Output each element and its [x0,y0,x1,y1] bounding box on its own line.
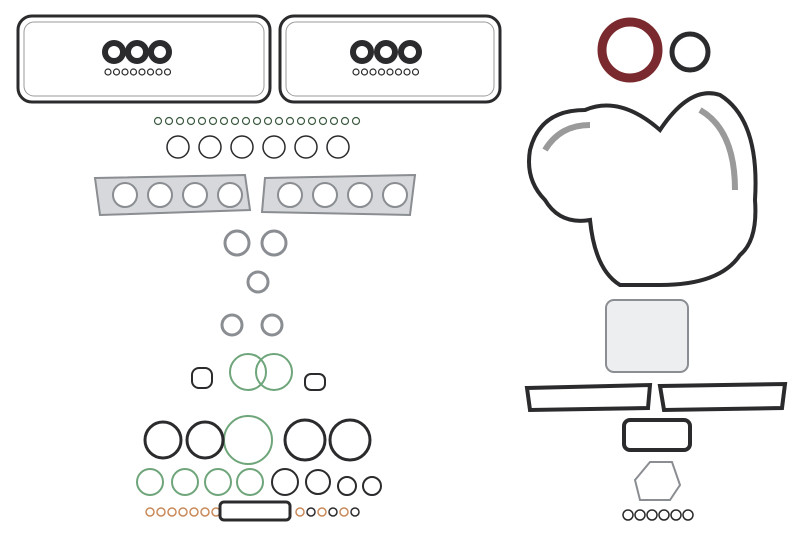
timing-cover-gasket [527,91,758,287]
o-ring [386,68,394,76]
o-ring [185,420,225,460]
o-ring [121,68,129,76]
o-ring [112,68,121,76]
o-ring [285,116,295,126]
o-ring [328,507,338,517]
o-ring [153,116,163,126]
o-ring [167,507,177,517]
thermostat-gasket [633,461,682,501]
o-ring [178,507,188,517]
o-ring [305,469,331,495]
o-ring [352,68,360,76]
o-ring [200,507,210,517]
valve-cover-gasket-right [278,14,502,104]
o-ring [230,135,254,159]
o-ring [175,116,185,126]
o-ring [377,68,386,76]
o-ring [306,507,316,517]
shaft-seal [669,31,711,73]
o-ring [252,116,262,126]
o-ring [294,135,318,159]
o-ring [186,116,196,126]
o-ring [634,509,646,521]
o-ring [271,468,299,496]
o-ring [369,68,377,76]
o-ring [350,507,360,517]
o-ring [129,68,138,76]
o-ring [646,509,658,521]
o-ring [204,468,232,496]
o-ring [339,507,349,517]
o-ring [138,68,146,76]
o-ring [394,68,403,76]
o-ring [171,468,199,496]
o-ring [670,509,682,521]
o-ring [241,116,251,126]
o-ring [164,116,174,126]
o-ring [329,116,339,126]
o-ring [328,418,372,462]
o-ring [307,116,317,126]
turbo-gaskets [220,229,288,337]
o-ring [208,116,218,126]
green-o-rings [223,353,293,465]
o-ring [198,135,222,159]
o-ring [403,68,411,76]
o-ring [340,116,350,126]
o-ring [317,507,327,517]
o-ring [682,509,694,521]
tiny-rings-right [622,509,694,521]
o-ring [263,116,273,126]
o-ring [155,68,163,76]
o-ring [411,68,420,76]
o-ring [136,468,164,496]
o-ring [262,135,286,159]
o-ring [318,116,328,126]
o-ring [274,116,284,126]
long-gaskets [524,381,788,413]
o-ring [104,68,112,76]
o-ring [351,116,361,126]
large-o-rings [143,418,372,462]
valve-cover-gasket-left [16,14,272,104]
o-ring [163,68,172,76]
o-ring [326,135,350,159]
o-ring [622,509,634,521]
o-ring [219,116,229,126]
o-ring [236,468,264,496]
crankshaft-seal [597,17,663,83]
o-ring [362,476,382,496]
o-ring [143,420,183,460]
o-ring [296,116,306,126]
exhaust-manifold-gasket-right [260,173,417,217]
o-ring [197,116,207,126]
o-ring [360,68,369,76]
small-gasket [218,500,292,522]
o-ring [146,68,155,76]
o-ring [145,507,155,517]
o-ring [337,476,357,496]
o-ring [230,116,240,126]
exhaust-manifold-gasket-left [93,173,252,217]
bottom-o-rings [136,468,382,517]
o-ring [283,418,327,462]
oil-cooler-gasket [605,299,689,373]
cooler-seal [622,418,692,452]
o-ring [658,509,670,521]
o-ring [295,507,305,517]
o-ring [166,135,190,159]
small-o-rings [104,68,420,159]
o-ring [189,507,199,517]
o-ring [156,507,166,517]
